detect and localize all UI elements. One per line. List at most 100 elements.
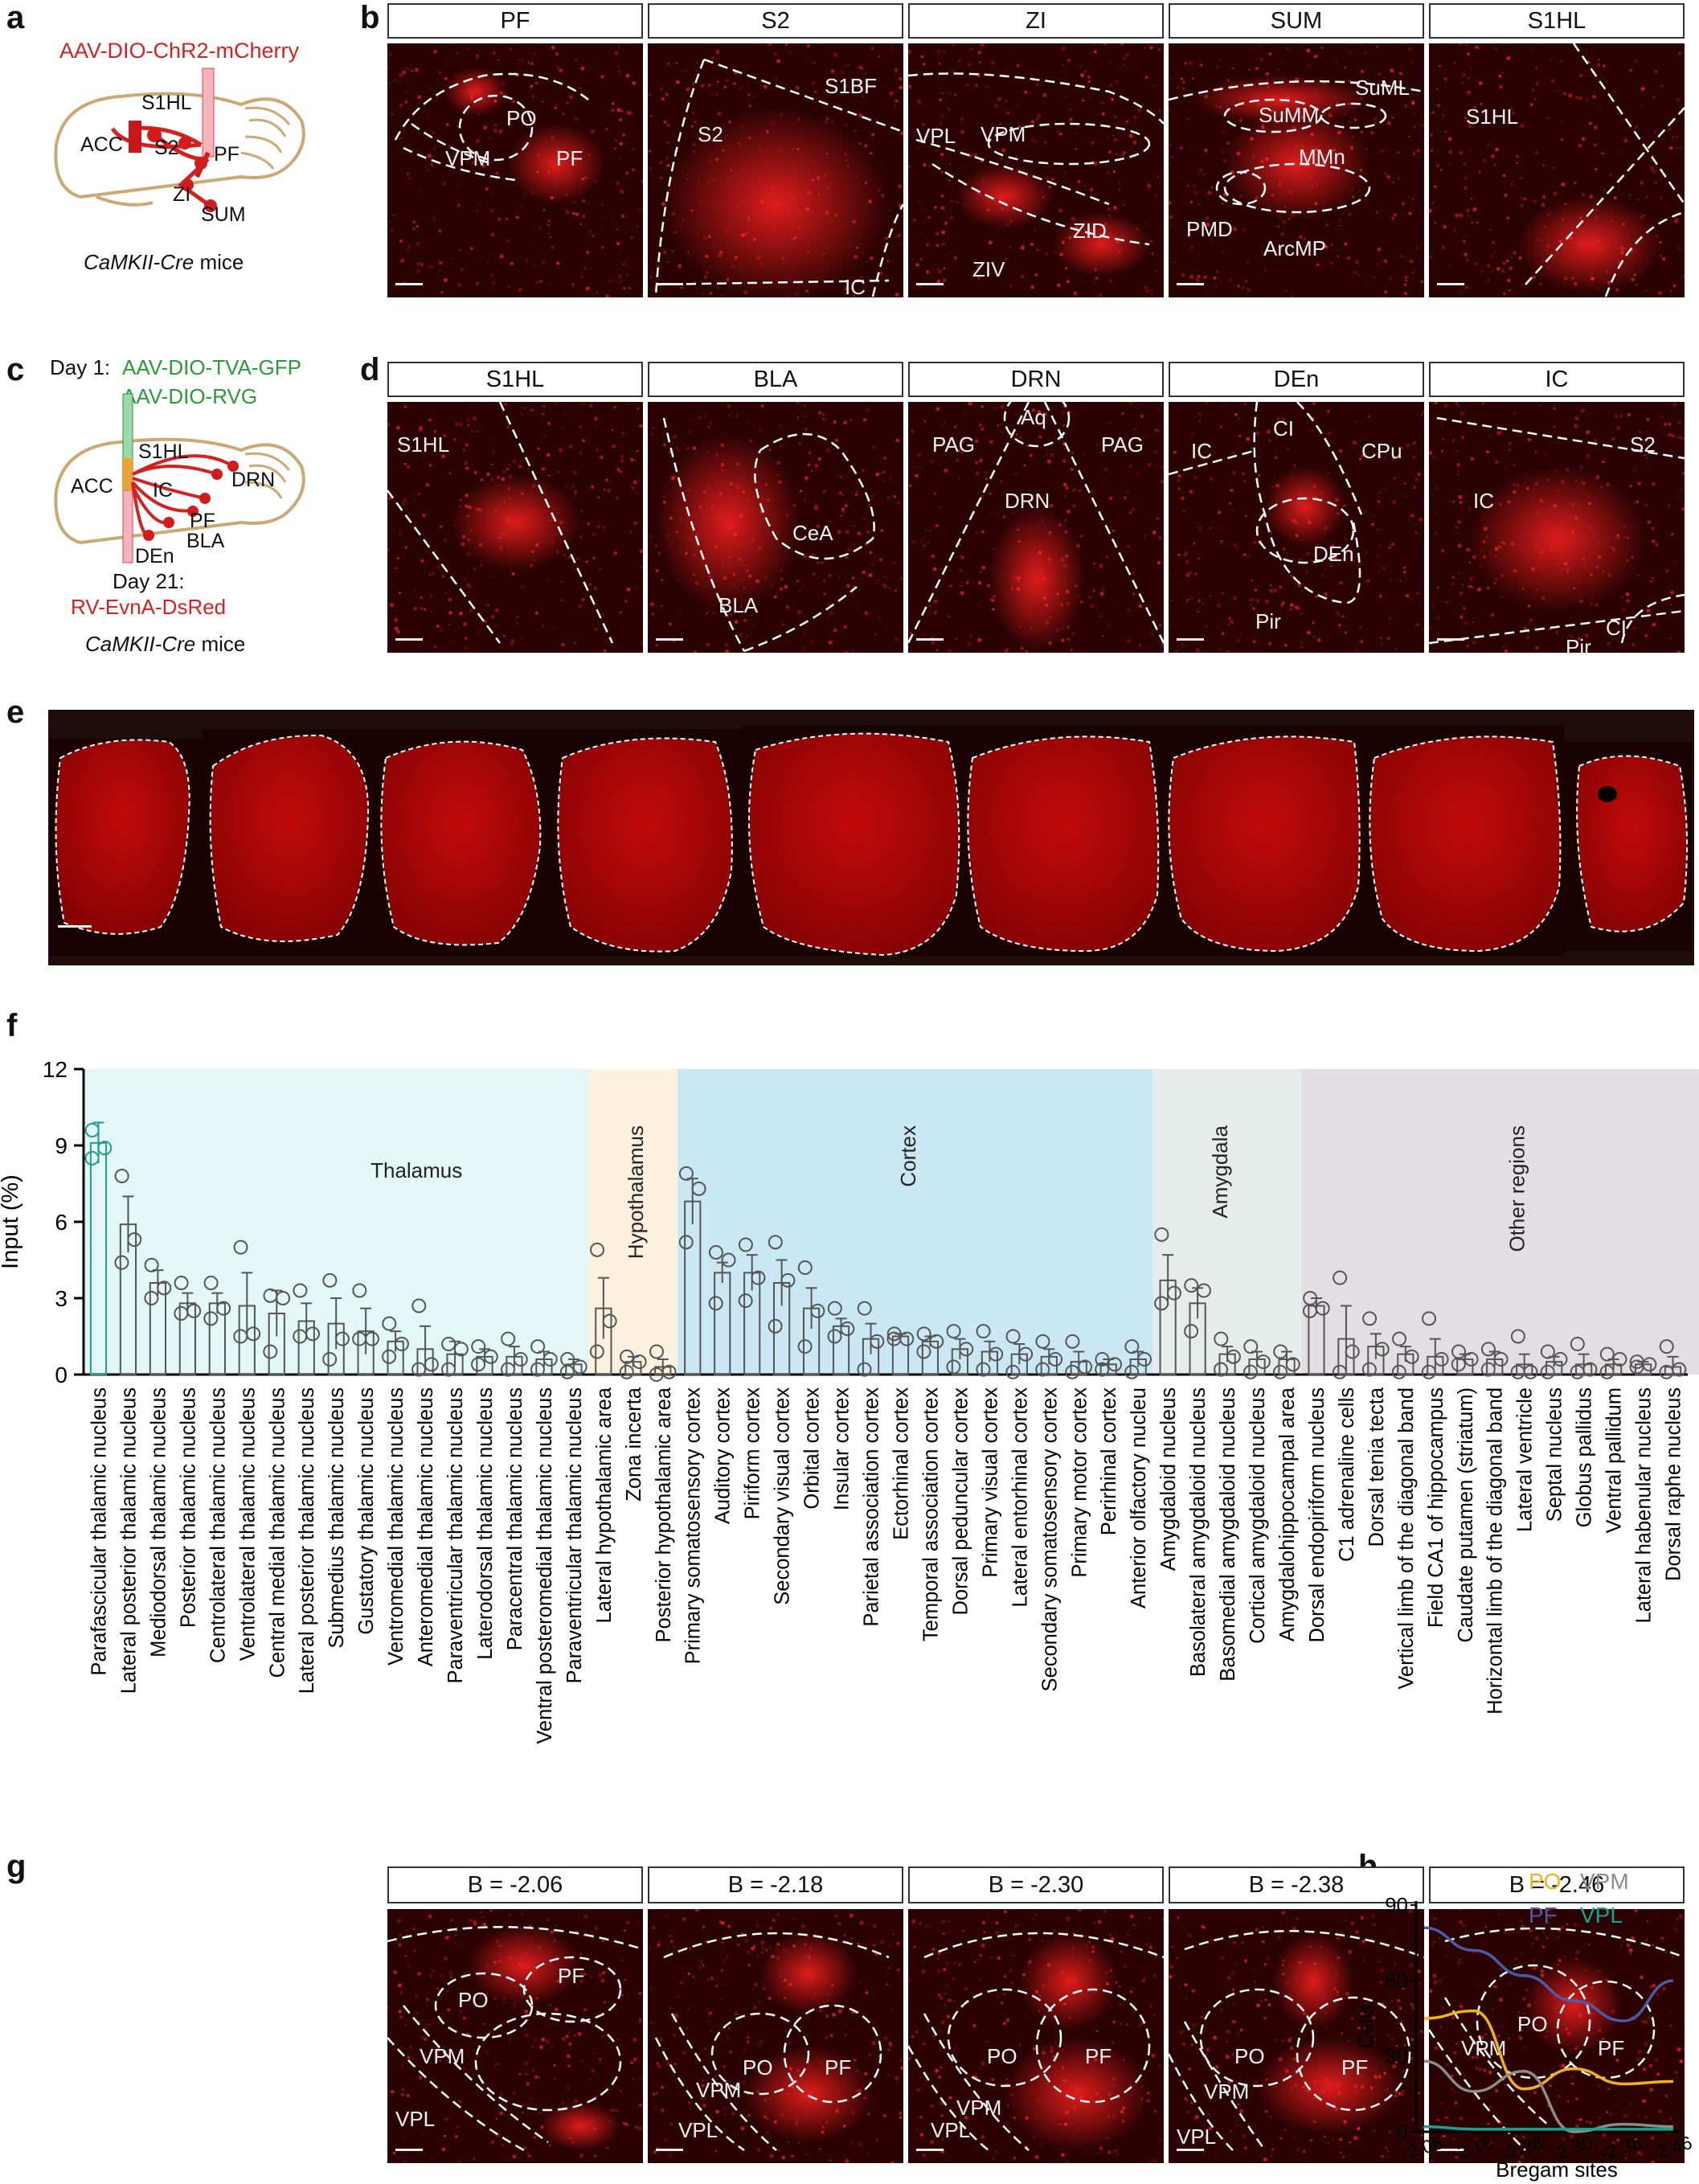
data-point — [1493, 1352, 1509, 1367]
d-region-label: Pir — [1566, 635, 1591, 653]
data-point — [721, 1252, 736, 1268]
data-point — [1078, 1359, 1093, 1375]
data-point — [500, 1362, 515, 1377]
x-tick-label: Paracentral thalamic nucleus — [504, 1387, 526, 1650]
data-point — [797, 1339, 813, 1354]
data-point — [1005, 1364, 1021, 1379]
panel-letter-f: f — [6, 1008, 18, 1043]
x-tick-label: Temporal association cortex — [919, 1387, 942, 1641]
x-tick-label: Primary visual cortex — [979, 1387, 1001, 1578]
d-region-label: PAG — [1101, 432, 1144, 457]
y-tick-label: 3 — [55, 1286, 68, 1311]
b-header-1: S2 — [648, 3, 903, 39]
data-point — [886, 1326, 902, 1342]
data-point — [691, 1181, 706, 1196]
series-line — [1423, 1926, 1674, 2022]
data-point — [1285, 1357, 1300, 1372]
x-tick-label: Basolateral amygdaloid nucleus — [1187, 1387, 1210, 1677]
x-tick-label: Anterior olfactory nucleu — [1128, 1387, 1150, 1608]
x-tick-label: Amygdalohippocampal area — [1276, 1387, 1299, 1641]
series-line — [1423, 2009, 1674, 2091]
x-tick-label: Cortical amygdaloid nucleus — [1247, 1387, 1269, 1644]
virus2-label: AAV-DIO-RVG — [122, 384, 258, 408]
g-header-3: B = -2.38 — [1169, 1866, 1424, 1903]
data-point — [1214, 1331, 1229, 1346]
d-region-label: S2 — [1630, 432, 1656, 457]
d-micrograph-0: S1HL — [387, 402, 643, 653]
g-region-label: PO — [1517, 2012, 1548, 2036]
data-point — [127, 1232, 142, 1248]
data-point — [1302, 1303, 1317, 1318]
data-point — [1392, 1331, 1407, 1346]
g-region-label: PF — [1085, 2044, 1112, 2068]
data-point — [827, 1329, 842, 1344]
data-point — [1065, 1334, 1080, 1349]
data-point — [989, 1346, 1004, 1362]
x-tick-label: Secondary somatosensory cortex — [1038, 1387, 1061, 1692]
x-tick-label: Posterior thalamic nucleus — [177, 1387, 199, 1628]
panel-c-schematic: Day 1: AAV-DIO-TVA-GFP AAV-DIO-RVG S1HL … — [32, 354, 354, 667]
data-point — [620, 1349, 635, 1364]
y-tick-label: 9 — [55, 1133, 68, 1158]
scale-bar — [1437, 638, 1464, 641]
x-tick-label: Parietal association cortex — [861, 1387, 883, 1627]
d-header-0: S1HL — [387, 362, 643, 397]
region-s1hl-a: S1HL — [141, 92, 192, 114]
data-point — [233, 1240, 248, 1255]
x-tick-label: Ventrolateral thalamic nucleus — [236, 1387, 259, 1661]
data-point — [780, 1272, 796, 1288]
g-region-label: PO — [987, 2044, 1017, 2068]
data-point — [810, 1303, 825, 1318]
data-point — [174, 1306, 189, 1321]
virus1-label: AAV-DIO-TVA-GFP — [122, 355, 301, 379]
data-point — [946, 1359, 961, 1375]
g-region-label: VPL — [1177, 2125, 1217, 2149]
h-x-axis-label: Bregam sites — [1496, 2157, 1618, 2182]
mice-label-c: CaMKII-Cre mice — [85, 633, 245, 654]
series-line — [1423, 2059, 1674, 2133]
series-line — [1423, 2125, 1673, 2131]
data-point — [1065, 1364, 1080, 1379]
x-tick-label: Parafascicular thalamic nucleus — [88, 1387, 110, 1676]
data-point — [203, 1311, 219, 1326]
x-tick-label: Ventral posteromedial thalamic nucleus — [534, 1387, 556, 1744]
g-region-label: PF — [1598, 2036, 1625, 2060]
data-point — [1362, 1311, 1378, 1326]
data-point — [441, 1362, 456, 1377]
b-region-label: ZID — [1073, 219, 1107, 243]
data-point — [1196, 1283, 1211, 1298]
x-tick-label: Dorsal raphe nucleus — [1663, 1387, 1685, 1581]
d-header-1: BLA — [648, 362, 903, 397]
g-region-label: VPM — [1204, 2080, 1250, 2104]
region-den-c: DEn — [135, 545, 174, 568]
region-pf-a: PF — [214, 143, 239, 166]
data-point — [1480, 1342, 1496, 1357]
group-label: Hypothalamus — [624, 1125, 648, 1259]
data-point — [293, 1283, 308, 1298]
g-region-label: PO — [458, 1988, 489, 2012]
region-pf-c: PF — [190, 510, 215, 532]
data-point — [1226, 1349, 1241, 1364]
b-region-label: VPM — [445, 146, 491, 170]
scale-bar — [916, 2149, 944, 2151]
data-point — [1612, 1352, 1627, 1367]
data-point — [1048, 1352, 1063, 1367]
data-point — [1599, 1346, 1615, 1362]
scale-bar — [395, 283, 423, 285]
data-point — [1018, 1346, 1034, 1362]
panel-a-schematic: AAV-DIO-ChR2-mCherry S1HL ACC S2 PF ZI S… — [32, 24, 354, 289]
data-point — [751, 1270, 766, 1285]
b-micrograph-4: S1HL — [1429, 43, 1685, 297]
data-point — [1361, 1362, 1377, 1377]
b-region-label: MMn — [1299, 145, 1345, 169]
x-tick-label: Laterodorsal thalamic nucleus — [474, 1387, 497, 1660]
data-point — [233, 1329, 248, 1344]
scale-bar — [395, 638, 423, 641]
data-point — [916, 1344, 931, 1359]
region-drn-c: DRN — [231, 469, 276, 491]
